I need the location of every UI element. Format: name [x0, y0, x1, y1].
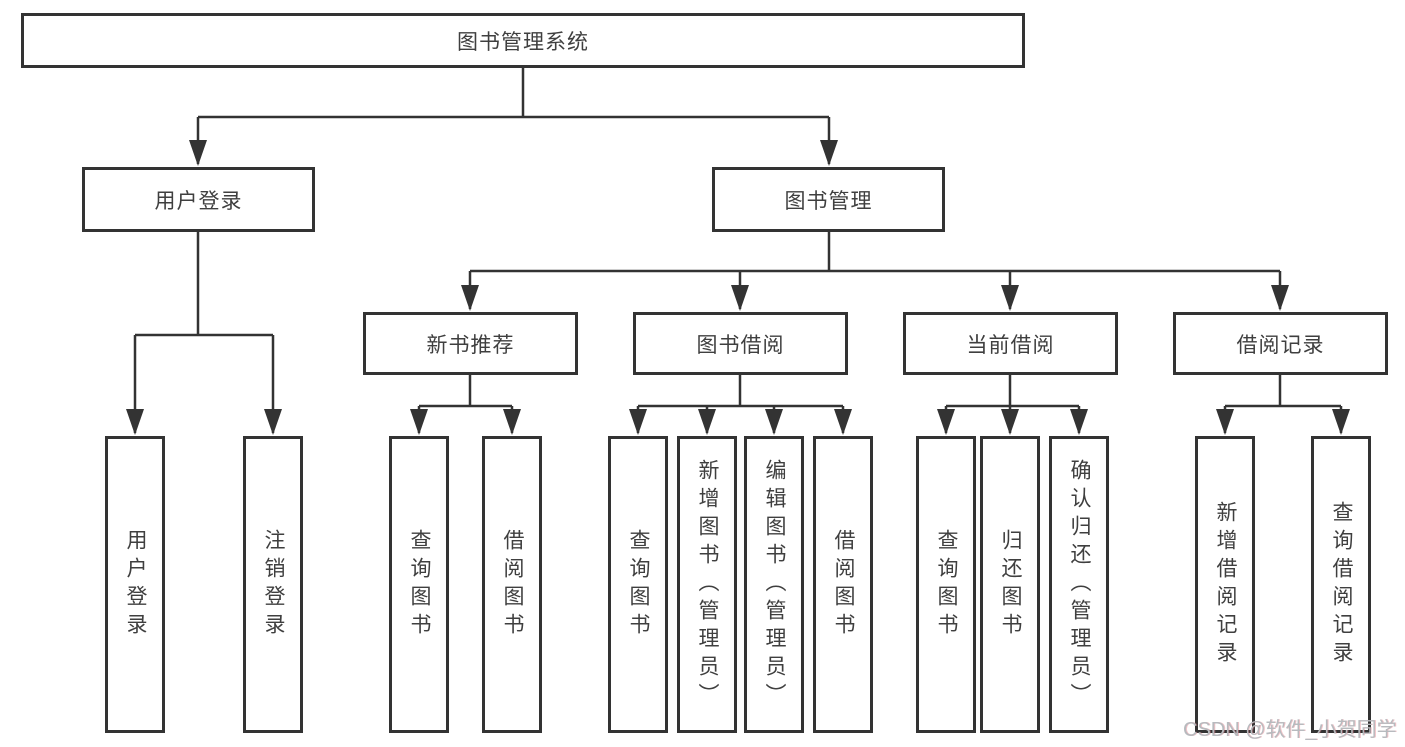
leaf-return-book-label: 归还图书: [999, 528, 1022, 641]
connector-borrowing-records: [1216, 375, 1350, 435]
leaf-confirm-return-admin: 确认归还（管理员）: [1049, 436, 1109, 733]
node-user-login: 用户登录: [82, 167, 315, 232]
leaf-query-books-borrowing: 查询图书: [608, 436, 668, 733]
leaf-borrow-books-borrowing-label: 借阅图书: [832, 528, 855, 641]
node-borrowing-records: 借阅记录: [1173, 312, 1388, 375]
leaf-query-books-recommend: 查询图书: [389, 436, 449, 733]
leaf-query-borrow-record: 查询借阅记录: [1311, 436, 1371, 733]
leaf-logout-label: 注销登录: [262, 528, 285, 641]
connector-user-login: [126, 232, 282, 435]
node-new-book-recommend-label: 新书推荐: [426, 333, 515, 357]
node-root-system: 图书管理系统: [21, 13, 1025, 68]
leaf-add-borrow-record: 新增借阅记录: [1195, 436, 1255, 733]
leaf-add-borrow-record-label: 新增借阅记录: [1214, 500, 1237, 669]
node-new-book-recommend: 新书推荐: [363, 312, 578, 375]
connector-book-borrowing: [629, 375, 852, 435]
leaf-add-book-admin-label: 新增图书（管理员）: [696, 458, 719, 711]
connector-root: [189, 68, 838, 166]
leaf-return-book: 归还图书: [980, 436, 1040, 733]
connector-new-book-recommend: [410, 375, 521, 435]
node-current-borrowing: 当前借阅: [903, 312, 1118, 375]
node-current-borrowing-label: 当前借阅: [966, 333, 1055, 357]
leaf-query-books-current: 查询图书: [916, 436, 976, 733]
leaf-query-books-recommend-label: 查询图书: [408, 528, 431, 641]
connector-current-borrowing: [937, 375, 1088, 435]
leaf-user-login: 用户登录: [105, 436, 165, 733]
leaf-add-book-admin: 新增图书（管理员）: [677, 436, 737, 733]
leaf-query-books-borrowing-label: 查询图书: [627, 528, 650, 641]
leaf-edit-book-admin: 编辑图书（管理员）: [744, 436, 804, 733]
node-user-login-label: 用户登录: [154, 189, 243, 213]
leaf-borrow-books-recommend-label: 借阅图书: [501, 528, 524, 641]
node-book-management: 图书管理: [712, 167, 945, 232]
connector-book-management: [461, 232, 1289, 311]
node-root-system-label: 图书管理系统: [457, 30, 589, 54]
leaf-borrow-books-borrowing: 借阅图书: [813, 436, 873, 733]
leaf-query-borrow-record-label: 查询借阅记录: [1330, 500, 1353, 669]
leaf-confirm-return-admin-label: 确认归还（管理员）: [1068, 458, 1091, 711]
csdn-watermark: CSDN @软件_小贺同学: [1183, 719, 1397, 741]
leaf-user-login-label: 用户登录: [124, 528, 147, 641]
node-borrowing-records-label: 借阅记录: [1236, 333, 1325, 357]
node-book-management-label: 图书管理: [784, 189, 873, 213]
node-book-borrowing-label: 图书借阅: [696, 333, 785, 357]
leaf-logout: 注销登录: [243, 436, 303, 733]
leaf-borrow-books-recommend: 借阅图书: [482, 436, 542, 733]
node-book-borrowing: 图书借阅: [633, 312, 848, 375]
leaf-edit-book-admin-label: 编辑图书（管理员）: [763, 458, 786, 711]
leaf-query-books-current-label: 查询图书: [935, 528, 958, 641]
